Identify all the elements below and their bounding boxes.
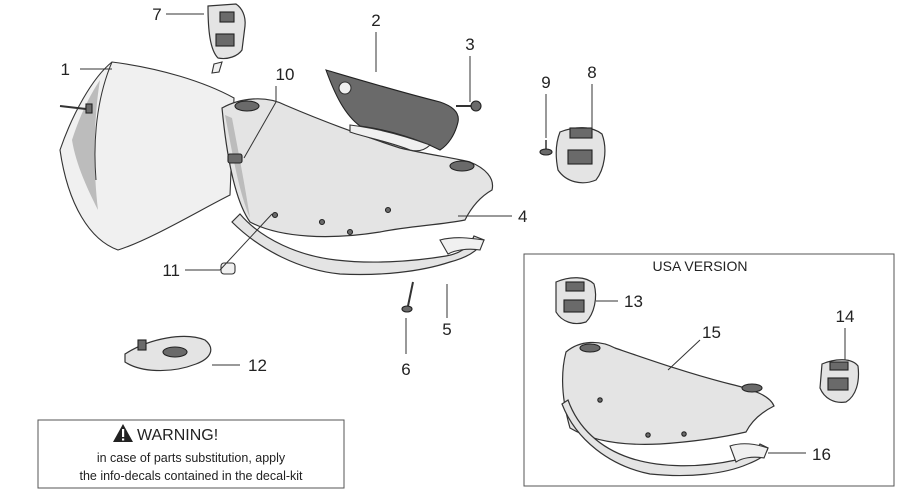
warning-line-1: in case of parts substitution, apply bbox=[97, 451, 286, 465]
callout-12: 12 bbox=[248, 356, 267, 375]
leader-lines bbox=[80, 13, 593, 366]
callout-15: 15 bbox=[702, 323, 721, 342]
windshield-part bbox=[59, 61, 235, 251]
callout-14: 14 bbox=[836, 307, 855, 326]
switch-housing-8-part bbox=[555, 127, 606, 184]
warning-triangle-icon bbox=[113, 424, 133, 442]
grommet-11-part bbox=[220, 262, 236, 275]
callout-6: 6 bbox=[401, 360, 410, 379]
grommet-10-part bbox=[227, 153, 243, 164]
warning-box: WARNING! in case of parts substitution, … bbox=[37, 419, 345, 489]
callout-9: 9 bbox=[541, 73, 550, 92]
top-cover-part bbox=[325, 69, 459, 152]
callout-4: 4 bbox=[518, 207, 527, 226]
callout-7: 7 bbox=[152, 5, 161, 24]
lower-cover-part bbox=[231, 213, 485, 276]
callout-5: 5 bbox=[442, 320, 451, 339]
screw-3-part bbox=[456, 100, 482, 112]
usa-version-title: USA VERSION bbox=[653, 258, 748, 274]
callout-2: 2 bbox=[371, 11, 380, 30]
handlebar-cover-part bbox=[221, 98, 494, 238]
screw-6-part bbox=[401, 281, 414, 313]
callout-10: 10 bbox=[276, 65, 295, 84]
callout-8: 8 bbox=[587, 63, 596, 82]
usa-handlebar-cover-part bbox=[561, 341, 775, 445]
screw-9-part bbox=[539, 140, 553, 156]
callout-1: 1 bbox=[61, 60, 70, 79]
warning-title: WARNING! bbox=[137, 427, 218, 444]
switch-housing-14-part bbox=[819, 359, 860, 403]
plate-12-part bbox=[124, 335, 212, 372]
warning-line-2: the info-decals contained in the decal-k… bbox=[79, 469, 303, 483]
callout-16: 16 bbox=[812, 445, 831, 464]
switch-housing-7-part bbox=[207, 3, 246, 74]
usa-lower-cover-part bbox=[561, 399, 769, 477]
callout-11: 11 bbox=[162, 261, 180, 280]
usa-version-box: USA VERSION 13 14 15 bbox=[523, 253, 895, 487]
callout-13: 13 bbox=[624, 292, 643, 311]
screw-left-part bbox=[59, 103, 93, 114]
switch-housing-13-part bbox=[555, 277, 597, 325]
callout-3: 3 bbox=[465, 35, 474, 54]
